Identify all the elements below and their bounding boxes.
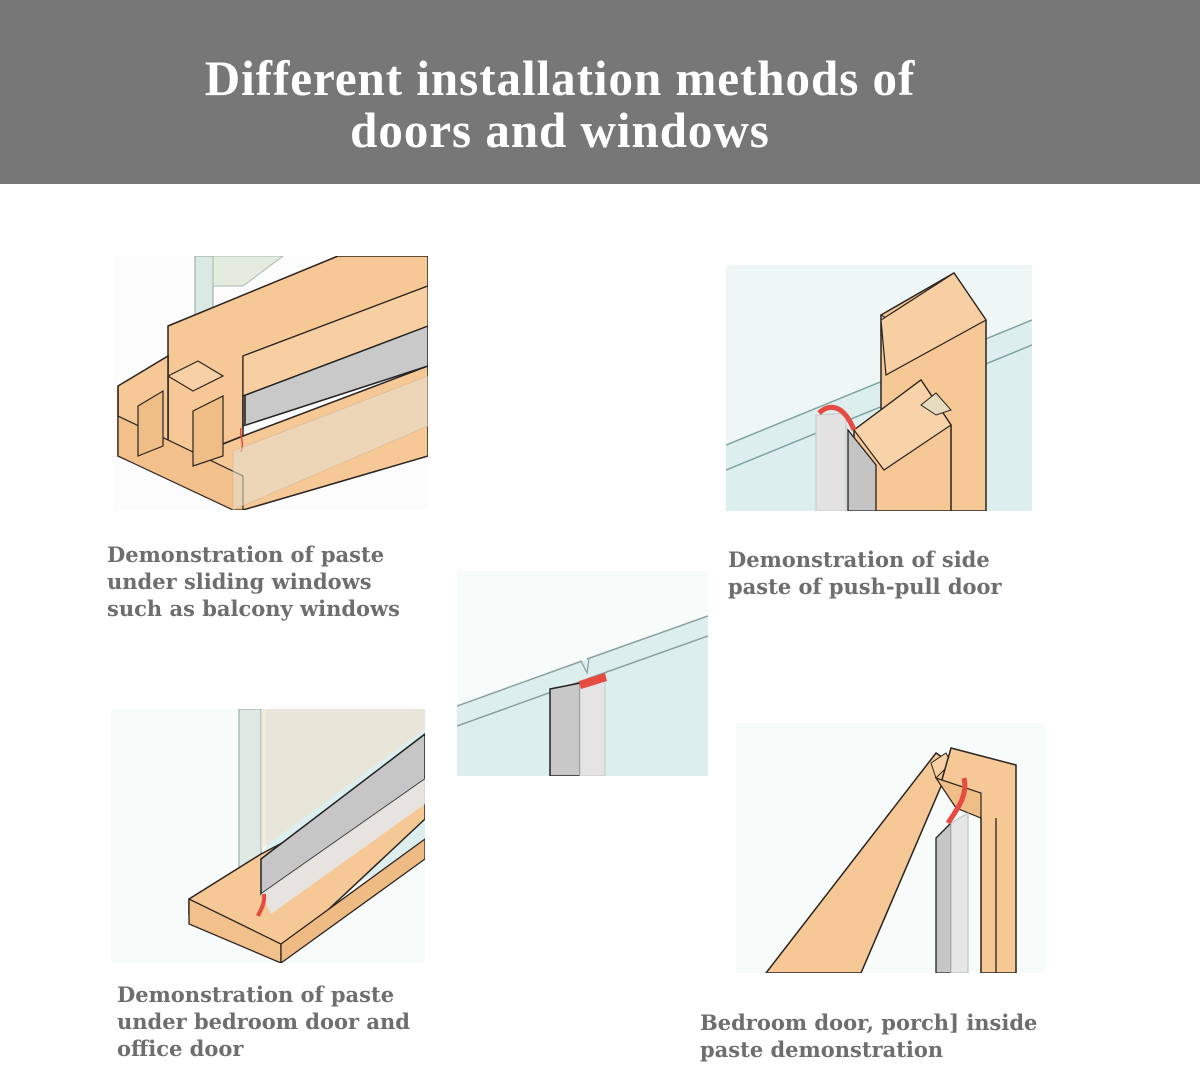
door-frame-inside-diagram-icon <box>736 723 1045 973</box>
header-banner: Different installation methods of doors … <box>0 0 1200 184</box>
glass-door-strip-diagram-icon <box>457 571 708 776</box>
glass-door-gap-illustration <box>457 571 708 776</box>
push-pull-door-side-diagram-icon <box>726 265 1032 511</box>
door-frame-inside-illustration <box>736 723 1045 973</box>
page-title: Different installation methods of doors … <box>204 50 916 158</box>
caption-bedroom-office-door: Demonstration of paste under bedroom doo… <box>117 982 410 1061</box>
push-pull-door-illustration <box>726 265 1032 511</box>
caption-bedroom-porch-door: Bedroom door, porch] inside paste demons… <box>700 1010 1038 1062</box>
caption-sliding-window: Demonstration of paste under sliding win… <box>107 542 400 621</box>
door-bottom-sill-illustration <box>111 709 425 963</box>
sliding-window-illustration <box>113 256 428 510</box>
caption-push-pull-door: Demonstration of side paste of push-pull… <box>728 547 1002 599</box>
door-bottom-sill-diagram-icon <box>111 709 425 963</box>
sliding-window-track-diagram-icon <box>113 256 428 510</box>
